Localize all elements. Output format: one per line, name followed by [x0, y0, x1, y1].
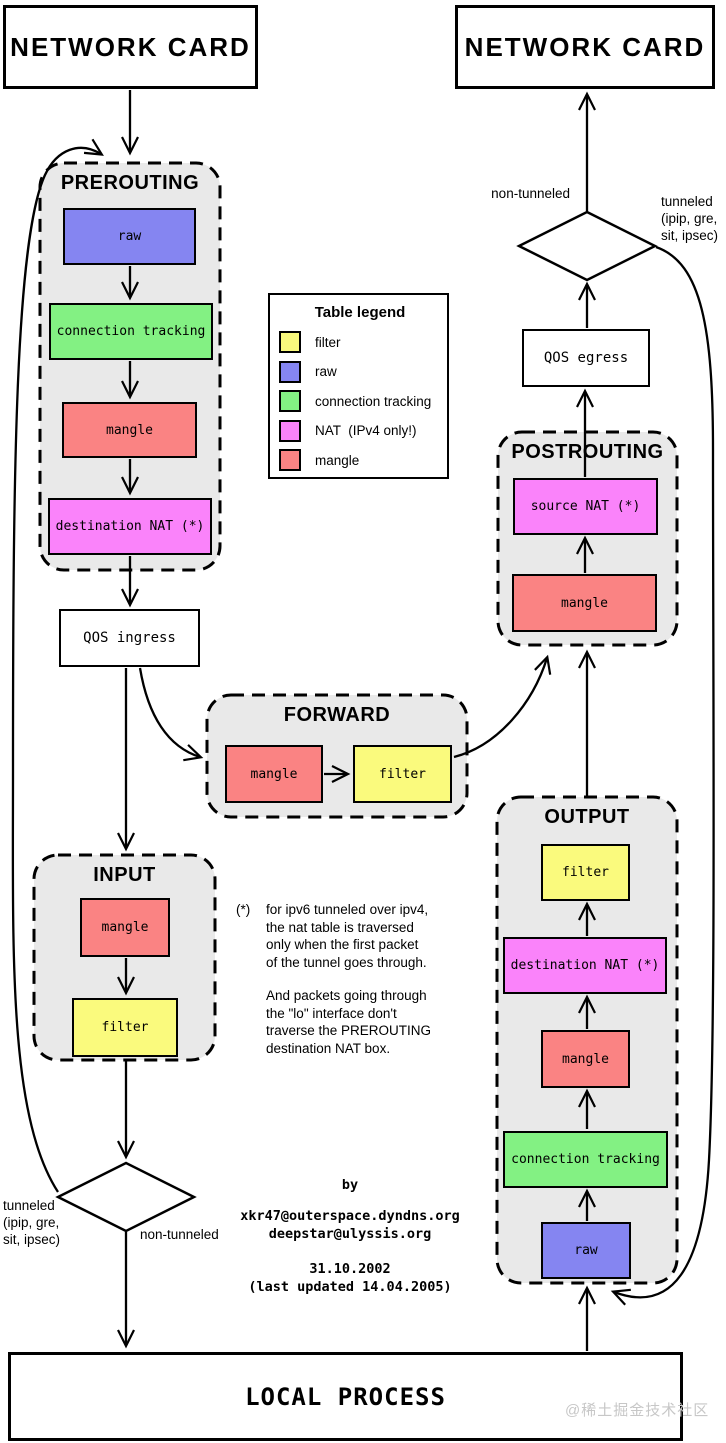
legend-item: NAT (IPv4 only!) [279, 419, 447, 442]
table-box-mangle: mangle [512, 574, 657, 632]
legend-label: connection tracking [315, 393, 432, 409]
credit-updated: (last updated 14.04.2005) [248, 1279, 452, 1295]
table-box-mangle: mangle [541, 1030, 630, 1088]
table-box-mangle: mangle [225, 745, 323, 803]
flow-arrow-forward-to-postrouting [453, 654, 552, 759]
table-box-label: mangle [561, 595, 608, 611]
legend-swatch-nat [279, 419, 301, 442]
chain-title-postrouting: POSTROUTING [511, 441, 664, 463]
local-process-label: LOCAL PROCESS [245, 1382, 446, 1411]
table-box-label: filter [379, 766, 426, 782]
table-box-raw: raw [63, 208, 196, 265]
table-box-label: mangle [250, 766, 298, 782]
label-tunneled-top: tunneled (ipip, gre, sit, ipsec) [661, 194, 719, 243]
legend-swatch-mangle [279, 449, 301, 471]
footnote-marker: (*) [236, 902, 251, 917]
table-box-conntrack: connection tracking [503, 1131, 668, 1188]
watermark: @稀土掘金技术社区 [565, 1402, 710, 1419]
table-box-filter: filter [72, 998, 178, 1057]
table-box-filter: filter [353, 745, 452, 803]
legend-label: filter [315, 334, 341, 350]
network-card-right: NETWORK CARD [455, 5, 715, 89]
table-box-filter: filter [541, 844, 630, 901]
legend-label: mangle [315, 452, 360, 468]
local-process: LOCAL PROCESS [8, 1352, 683, 1441]
table-box-label: connection tracking [511, 1152, 660, 1167]
legend-label: NAT (IPv4 only!) [315, 423, 417, 438]
chain-title-prerouting: PREROUTING [60, 172, 200, 194]
network-card-left-label: NETWORK CARD [10, 31, 251, 62]
label-non-tunneled-top: non-tunneled [491, 186, 570, 201]
table-box-raw: raw [541, 1222, 631, 1279]
flow-arrow-qos-to-forward [138, 667, 204, 762]
table-box-destination-nat: destination NAT (*) [503, 937, 667, 994]
legend-swatch-conntrack [279, 390, 301, 412]
network-card-left: NETWORK CARD [3, 5, 258, 89]
credit-date: 31.10.2002 [309, 1261, 391, 1277]
table-box-mangle: mangle [62, 402, 197, 458]
table-box-conntrack: connection tracking [49, 303, 213, 360]
table-box-label: destination NAT (*) [55, 519, 205, 534]
table-box-label: filter [101, 1020, 149, 1035]
legend-item: filter [279, 331, 447, 353]
qos-egress-node: QOS egress [522, 329, 650, 387]
chain-postrouting: POSTROUTING source NAT (*) mangle [498, 432, 677, 645]
legend-item: raw [279, 360, 447, 383]
chain-input: INPUT mangle filter [34, 855, 215, 1060]
legend-title: Table legend [314, 304, 406, 321]
table-box-label: source NAT (*) [530, 499, 641, 514]
table-box-label: mangle [101, 920, 149, 935]
qos-ingress-label: QOS ingress [83, 630, 176, 646]
legend-label: raw [315, 364, 337, 379]
table-box-label: mangle [562, 1051, 609, 1067]
legend-item: mangle [279, 449, 447, 471]
qos-ingress-node: QOS ingress [59, 609, 200, 667]
decision-diamond-top [516, 210, 658, 282]
table-box-label: connection tracking [56, 324, 206, 339]
credits: by xkr47@outerspace.dyndns.org deepstar@… [215, 1176, 485, 1296]
label-tunneled-bottom: tunneled (ipip, gre, sit, ipsec) [3, 1198, 61, 1247]
table-box-source-nat: source NAT (*) [513, 478, 658, 535]
credit-by: by [341, 1177, 359, 1193]
chain-title-input: INPUT [93, 864, 156, 886]
footnote-paragraph-2: And packets going through the "lo" inter… [266, 988, 432, 1056]
table-box-label: destination NAT (*) [510, 958, 660, 973]
legend-item: connection tracking [279, 390, 447, 412]
table-box-label: mangle [106, 422, 153, 438]
table-box-label: raw [574, 1243, 598, 1258]
footnote-paragraph-1: for ipv6 tunneled over ipv4, the nat tab… [266, 902, 429, 970]
network-card-right-label: NETWORK CARD [464, 31, 706, 62]
credit-email-1: xkr47@outerspace.dyndns.org [240, 1208, 460, 1224]
qos-egress-label: QOS egress [543, 350, 629, 366]
table-box-mangle: mangle [80, 898, 170, 957]
chain-output: OUTPUT filter destination NAT (*) mangle… [497, 797, 677, 1283]
chain-prerouting: PREROUTING raw connection tracking mangl… [40, 163, 220, 570]
footnote: (*) for ipv6 tunneled over ipv4, the nat… [236, 901, 474, 1057]
table-box-label: filter [562, 865, 609, 880]
chain-title-forward: FORWARD [283, 704, 391, 726]
table-box-label: raw [117, 229, 142, 244]
chain-forward: FORWARD mangle filter [207, 695, 467, 817]
chain-title-output: OUTPUT [544, 806, 630, 828]
legend-swatch-raw [279, 360, 301, 383]
table-box-destination-nat: destination NAT (*) [48, 498, 212, 555]
legend: Table legend filter raw connection track… [268, 293, 449, 479]
credit-email-2: deepstar@ulyssis.org [268, 1226, 432, 1242]
legend-swatch-filter [279, 331, 301, 353]
